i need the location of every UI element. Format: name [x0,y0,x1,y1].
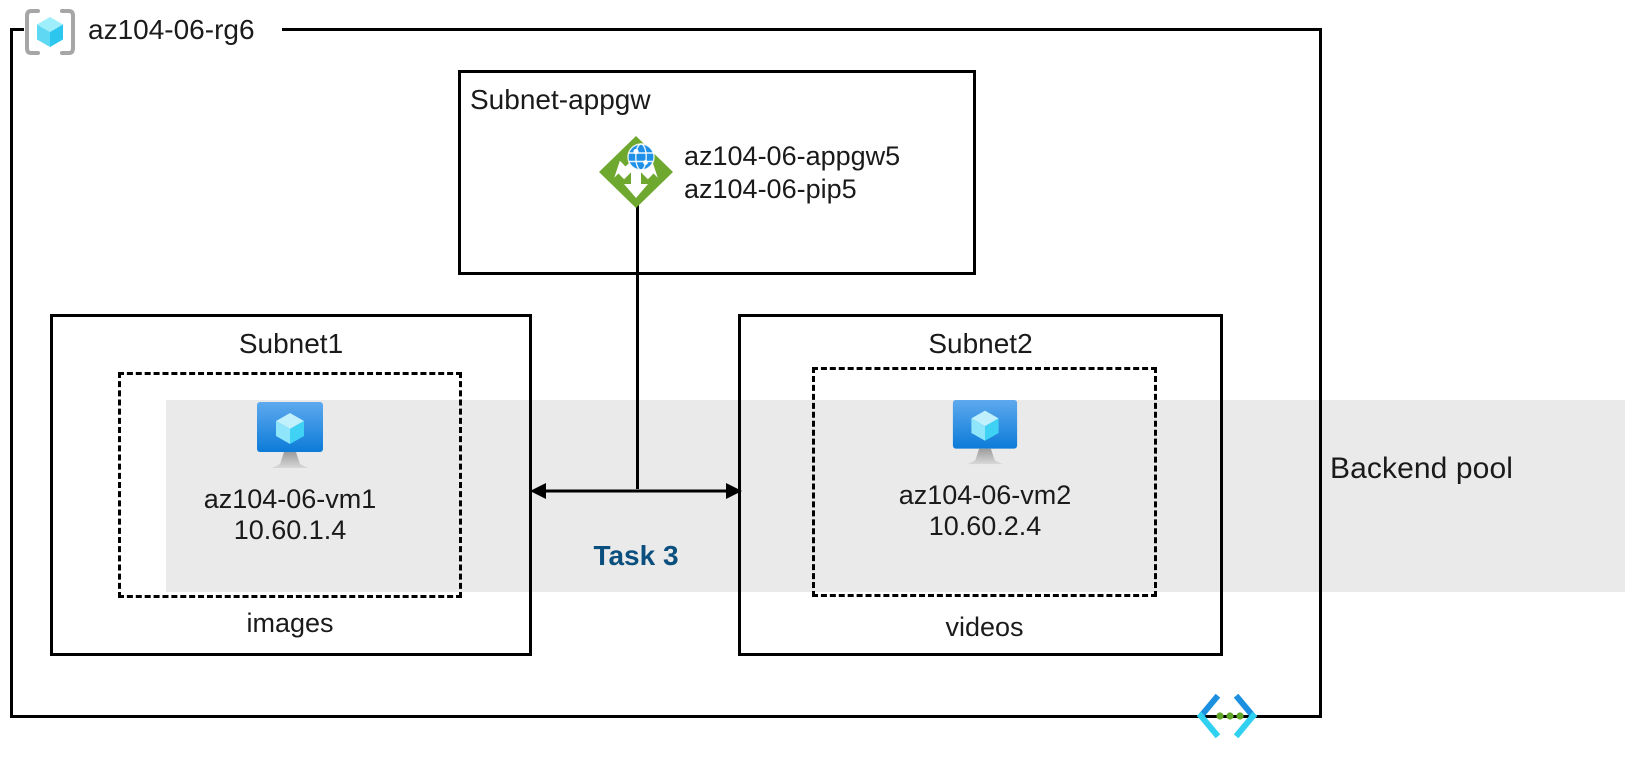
subnet-routing-arrow [528,474,744,513]
subnet2-nic-boundary [812,367,1157,597]
public-ip-name: az104-06-pip5 [684,173,857,204]
subnet2-box [738,314,1223,656]
task3-annotation: Task 3 [593,540,679,571]
vm2-group: az104-06-vm2 10.60.2.4 [860,398,1110,542]
subnet1-nic-boundary [118,372,462,598]
vm1-ip: 10.60.1.4 [233,515,347,545]
vm2-icon-wrap [860,398,1110,470]
application-gateway-icon [597,134,675,215]
vm2-ip: 10.60.2.4 [928,511,1042,541]
subnet2-label: Subnet2 [928,328,1033,359]
backend-pool-label: Backend pool [1330,452,1514,485]
subnet-appgw-box [458,70,976,275]
appgw-resource-labels: az104-06-appgw5 az104-06-pip5 [684,140,900,206]
subnet1-label: Subnet1 [238,328,344,359]
vm1-name: az104-06-vm1 [203,484,377,514]
virtual-machine-icon [257,402,323,468]
resource-group-name: az104-06-rg6 [88,14,255,45]
vm1-group: az104-06-vm1 10.60.1.4 [166,400,414,546]
resource-group-frame [10,28,1322,718]
code-brackets-icon [1196,693,1258,745]
subnet2-container-label: videos [945,612,1024,642]
subnet1-container-label: images [246,608,334,638]
subnet-appgw-label: Subnet-appgw [470,84,651,115]
vm2-name: az104-06-vm2 [898,480,1072,510]
vm1-icon-wrap [166,400,414,474]
subnet1-box [50,314,532,656]
resource-group-cube-icon [24,8,76,56]
virtual-machine-icon [952,399,1018,465]
appgw-name: az104-06-appgw5 [684,141,901,171]
backend-pool-band [166,400,1625,592]
appgw-connector-line [636,204,639,489]
